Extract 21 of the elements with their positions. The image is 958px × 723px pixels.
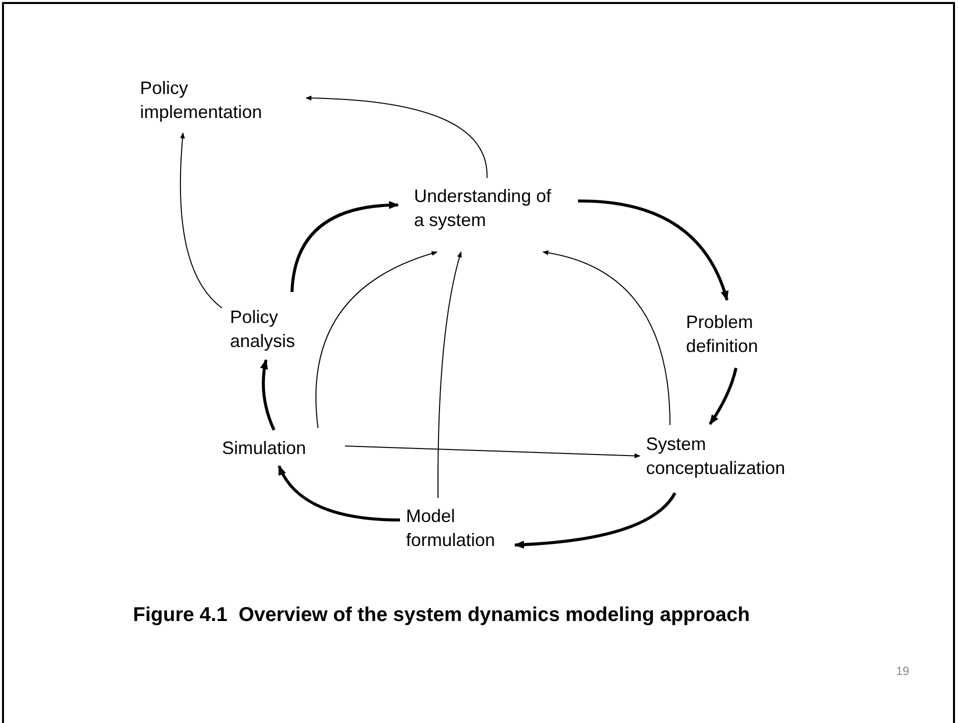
node-label: Problem definition [686, 311, 760, 358]
arrow [514, 492, 676, 549]
arrow [278, 465, 400, 522]
node-label: Policy implementation [140, 77, 264, 124]
arrow [708, 368, 738, 425]
arrow [290, 201, 399, 292]
page-number: 19 [896, 663, 910, 680]
node-label: Model formulation [406, 505, 496, 552]
figure-caption: Figure 4.1 Overview of the system dynamics modeling approach [133, 603, 750, 628]
arrow [438, 251, 462, 498]
node-label: Understanding of a system [414, 185, 552, 232]
arrow [578, 200, 728, 301]
arrow [344, 446, 641, 458]
arrow [260, 359, 276, 431]
arrow [180, 132, 222, 308]
arrow [305, 96, 488, 178]
arrow [542, 250, 670, 426]
node-label: System conceptualization [646, 433, 786, 480]
node-label: Simulation [222, 437, 308, 460]
node-label: Policy analysis [230, 306, 296, 353]
arrow [316, 251, 438, 428]
